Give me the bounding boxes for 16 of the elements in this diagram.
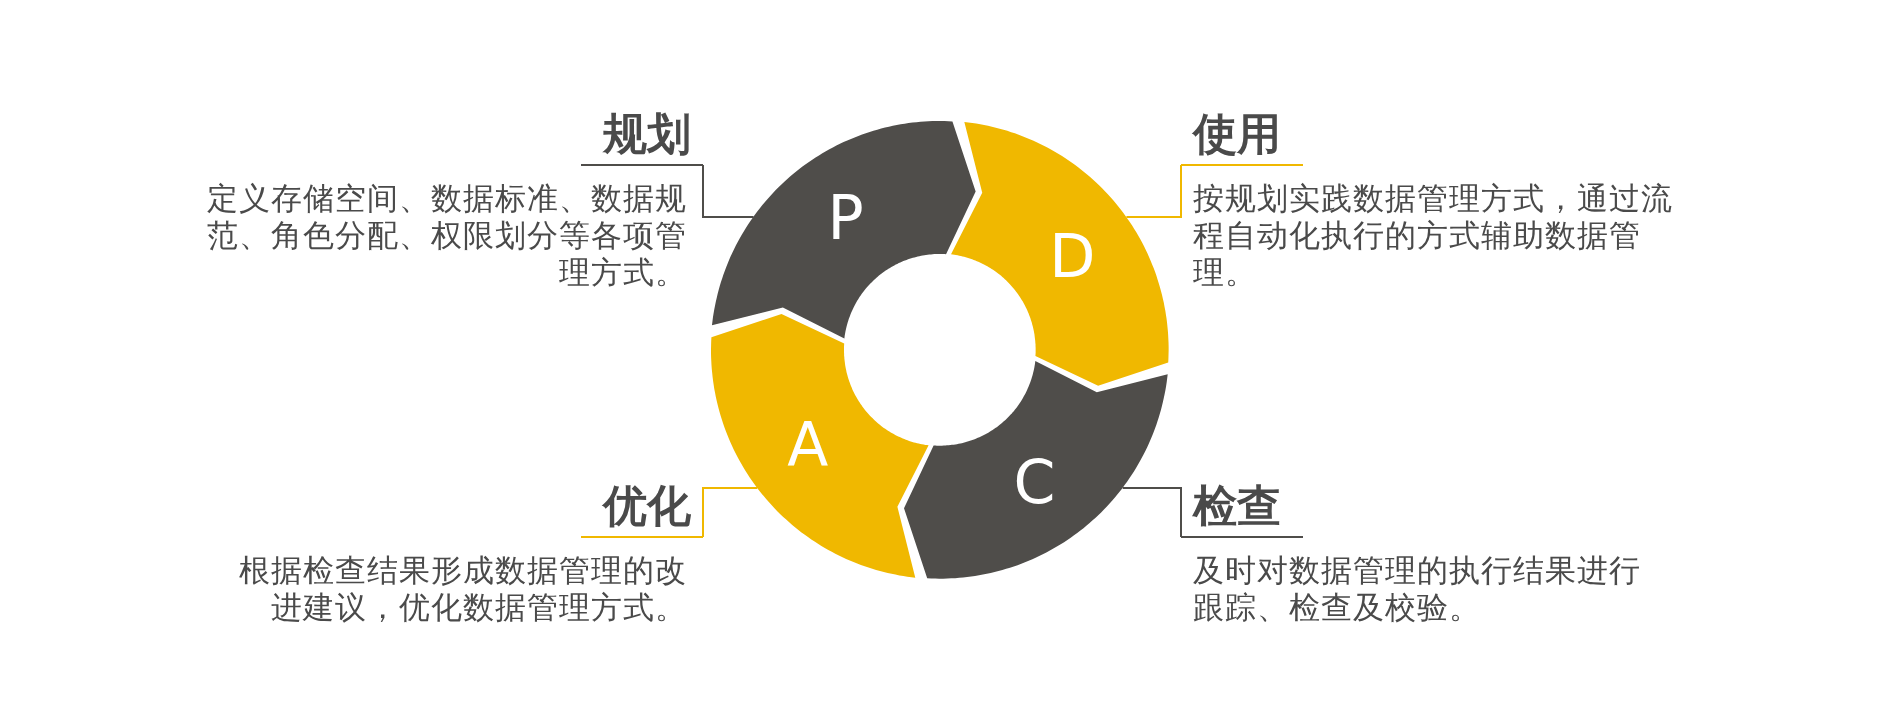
leader-line xyxy=(1121,487,1182,538)
phase-heading: 规划 xyxy=(581,108,703,166)
leader-line xyxy=(702,487,759,538)
phase-letter: P xyxy=(827,187,864,248)
description-text: 按规划实践数据管理方式，通过流程自动化执行的方式辅助数据管理。 xyxy=(1192,180,1674,291)
phase-heading: 优化 xyxy=(581,480,703,538)
phase-letter: C xyxy=(1013,452,1056,513)
leader-line xyxy=(702,164,755,218)
phase-heading: 检查 xyxy=(1181,480,1303,538)
phase-letter: A xyxy=(787,414,829,475)
phase-heading: 使用 xyxy=(1181,108,1303,166)
description-text: 定义存储空间、数据标准、数据规范、角色分配、权限划分等各项管理方式。 xyxy=(206,180,688,291)
leader-line xyxy=(1125,164,1182,218)
description-text: 根据检查结果形成数据管理的改进建议，优化数据管理方式。 xyxy=(238,552,688,626)
phase-letter: D xyxy=(1049,225,1096,286)
description-text: 及时对数据管理的执行结果进行跟踪、检查及校验。 xyxy=(1192,552,1642,626)
